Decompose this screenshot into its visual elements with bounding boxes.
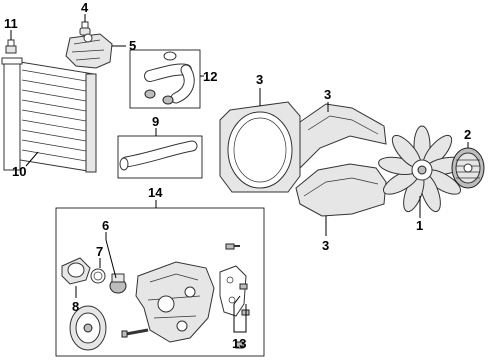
water-pump-pulley[interactable] <box>69 305 107 351</box>
radiator-cap[interactable] <box>79 21 91 36</box>
thermostat[interactable] <box>109 273 127 294</box>
callout-2: 2 <box>464 127 471 142</box>
callout-8: 8 <box>72 299 79 314</box>
callout-3-shroud: 3 <box>256 72 263 87</box>
fan-clutch[interactable] <box>451 147 485 189</box>
callout-10: 10 <box>12 164 26 179</box>
callout-13: 13 <box>232 336 246 351</box>
fan-shroud-upper[interactable] <box>299 103 387 170</box>
callout-7: 7 <box>96 244 103 259</box>
bolts-gasket[interactable] <box>219 265 250 349</box>
callout-5: 5 <box>129 38 136 53</box>
thermostat-housing[interactable] <box>61 257 91 285</box>
hose-box <box>117 135 203 179</box>
surge-tank[interactable] <box>65 33 113 69</box>
fan-shroud-lower[interactable] <box>295 163 387 217</box>
water-pump-assembly[interactable] <box>135 261 215 343</box>
callout-3-lower: 3 <box>322 238 329 253</box>
hose[interactable] <box>119 140 198 171</box>
callout-9: 9 <box>152 114 159 129</box>
leader-lines <box>10 14 469 333</box>
drain-plug[interactable] <box>5 39 17 54</box>
radiator[interactable] <box>1 57 97 173</box>
callout-1: 1 <box>416 218 423 233</box>
hose-assembly-box <box>129 49 201 109</box>
callout-6: 6 <box>102 218 109 233</box>
callout-12: 12 <box>203 69 217 84</box>
water-pump-group-box <box>55 207 265 357</box>
hose-assembly[interactable] <box>144 51 195 105</box>
callout-3-upper: 3 <box>324 87 331 102</box>
thermostat-seal[interactable] <box>90 268 106 284</box>
temperature-sensor[interactable] <box>225 243 240 250</box>
callout-11: 11 <box>4 16 18 31</box>
callout-14: 14 <box>148 185 163 200</box>
callout-labels: 11 4 5 12 3 3 3 9 10 2 1 14 6 7 8 13 <box>4 0 471 351</box>
fan-shroud[interactable] <box>219 101 301 193</box>
pump-bolt[interactable] <box>121 328 149 338</box>
callout-4: 4 <box>81 0 89 15</box>
